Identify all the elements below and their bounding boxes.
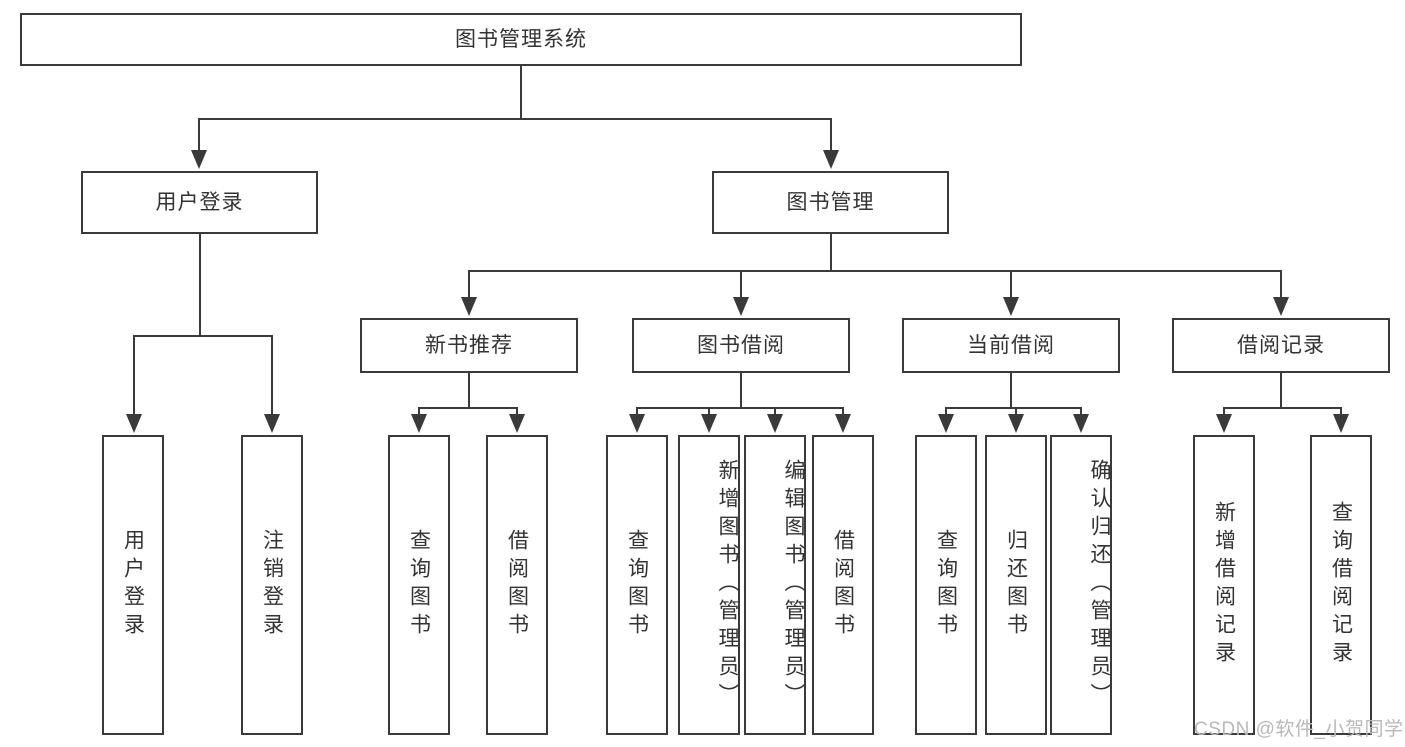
node-leaf-query-borrow-record[interactable]: 查询借阅记录 xyxy=(1310,435,1372,735)
arrowhead-bm-to-borrow-record xyxy=(1273,297,1289,316)
connector-user-login-split-bar xyxy=(133,335,272,337)
connector-book-management-split-bar xyxy=(468,270,1282,272)
connector-book-borrow-stem xyxy=(740,373,742,408)
node-user-login[interactable]: 用户登录 xyxy=(81,171,318,234)
arrowhead-bb-to-leaf-3 xyxy=(767,414,783,433)
connector-bb-to-leaf-2 xyxy=(708,407,710,416)
connector-root-to-book-manage xyxy=(830,118,832,152)
node-label: 查询图书 xyxy=(934,529,958,641)
node-leaf-user-login[interactable]: 用户登录 xyxy=(102,435,164,735)
connector-root-split-bar xyxy=(198,118,832,120)
connector-bm-to-current-borrow xyxy=(1010,270,1012,299)
node-leaf-return-book[interactable]: 归还图书 xyxy=(985,435,1047,735)
arrowhead-bm-to-book-borrow xyxy=(733,297,749,316)
node-label: 查询图书 xyxy=(625,529,649,641)
node-leaf-borrow-book-recommend[interactable]: 借阅图书 xyxy=(486,435,548,735)
node-leaf-query-book-borrow[interactable]: 查询图书 xyxy=(606,435,668,735)
connector-current-borrow-split-bar xyxy=(945,407,1082,409)
node-label: 新增图书（管理员） xyxy=(716,459,739,711)
node-label: 图书管理系统 xyxy=(455,27,587,51)
node-leaf-edit-book-admin[interactable]: 编辑图书（管理员） xyxy=(744,435,806,735)
connector-root-stem xyxy=(520,66,522,118)
node-leaf-add-borrow-record[interactable]: 新增借阅记录 xyxy=(1193,435,1255,735)
node-label: 新书推荐 xyxy=(425,333,513,357)
connector-new-book-to-leaf-2 xyxy=(516,407,518,416)
node-current-borrow[interactable]: 当前借阅 xyxy=(902,318,1120,373)
arrowhead-bb-to-leaf-1 xyxy=(629,414,645,433)
connector-cb-to-leaf-1 xyxy=(945,407,947,416)
arrowhead-bb-to-leaf-2 xyxy=(701,414,717,433)
connector-bm-to-borrow-record xyxy=(1280,270,1282,299)
arrowhead-root-to-user-login xyxy=(191,150,207,169)
csdn-watermark: CSDN @软件_小贺同学 xyxy=(1194,719,1404,740)
arrowhead-user-login-to-leaf-login xyxy=(126,414,142,433)
arrowhead-user-login-to-leaf-logout xyxy=(264,414,280,433)
arrowhead-cb-to-leaf-3 xyxy=(1073,414,1089,433)
arrowhead-br-to-leaf-2 xyxy=(1333,414,1349,433)
arrowhead-bm-to-new-book xyxy=(461,297,477,316)
arrowhead-cb-to-leaf-1 xyxy=(938,414,954,433)
arrowhead-br-to-leaf-1 xyxy=(1216,414,1232,433)
connector-root-to-user-login xyxy=(198,118,200,152)
connector-new-book-to-leaf-1 xyxy=(418,407,420,416)
connector-user-login-to-leaf-logout xyxy=(271,335,273,416)
connector-br-to-leaf-2 xyxy=(1340,407,1342,416)
node-label: 确认归还（管理员） xyxy=(1088,459,1111,711)
node-label: 注销登录 xyxy=(260,529,284,641)
connector-borrow-record-split-bar xyxy=(1223,407,1341,409)
node-label: 新增借阅记录 xyxy=(1212,501,1236,669)
node-label: 归还图书 xyxy=(1004,529,1028,641)
arrowhead-new-book-to-leaf-2 xyxy=(509,414,525,433)
node-label: 图书管理 xyxy=(786,190,875,214)
arrowhead-root-to-book-manage xyxy=(823,150,839,169)
node-leaf-query-book-recommend[interactable]: 查询图书 xyxy=(388,435,450,735)
node-leaf-add-book-admin[interactable]: 新增图书（管理员） xyxy=(678,435,740,735)
arrowhead-bm-to-current-borrow xyxy=(1003,297,1019,316)
node-label: 编辑图书（管理员） xyxy=(782,459,805,711)
node-label: 用户登录 xyxy=(155,190,244,214)
node-label: 借阅记录 xyxy=(1237,333,1325,357)
connector-book-borrow-split-bar xyxy=(636,407,844,409)
node-leaf-query-book-current[interactable]: 查询图书 xyxy=(915,435,977,735)
node-book-management[interactable]: 图书管理 xyxy=(712,171,949,234)
connector-bb-to-leaf-1 xyxy=(636,407,638,416)
connector-bm-to-book-borrow xyxy=(740,270,742,299)
connector-new-book-stem xyxy=(468,373,470,408)
connector-user-login-to-leaf-login xyxy=(133,335,135,416)
node-book-borrow[interactable]: 图书借阅 xyxy=(632,318,850,373)
node-label: 查询借阅记录 xyxy=(1329,501,1353,669)
connector-user-login-stem xyxy=(199,234,201,335)
connector-cb-to-leaf-3 xyxy=(1080,407,1082,416)
connector-current-borrow-stem xyxy=(1010,373,1012,408)
node-label: 图书借阅 xyxy=(697,333,785,357)
arrowhead-bb-to-leaf-4 xyxy=(835,414,851,433)
arrowhead-cb-to-leaf-2 xyxy=(1008,414,1024,433)
node-label: 用户登录 xyxy=(121,529,145,641)
node-borrow-record[interactable]: 借阅记录 xyxy=(1172,318,1390,373)
node-root-book-management-system[interactable]: 图书管理系统 xyxy=(20,13,1022,66)
connector-bb-to-leaf-4 xyxy=(842,407,844,416)
connector-br-to-leaf-1 xyxy=(1223,407,1225,416)
connector-borrow-record-stem xyxy=(1280,373,1282,408)
node-label: 查询图书 xyxy=(407,529,431,641)
connector-book-management-stem xyxy=(830,234,832,271)
node-new-book-recommend[interactable]: 新书推荐 xyxy=(360,318,578,373)
connector-new-book-split-bar xyxy=(418,407,518,409)
node-leaf-user-logout[interactable]: 注销登录 xyxy=(241,435,303,735)
node-label: 借阅图书 xyxy=(831,529,855,641)
node-label: 当前借阅 xyxy=(967,333,1055,357)
node-leaf-confirm-return-admin[interactable]: 确认归还（管理员） xyxy=(1050,435,1112,735)
node-leaf-borrow-book[interactable]: 借阅图书 xyxy=(812,435,874,735)
connector-bm-to-new-book xyxy=(468,270,470,299)
arrowhead-new-book-to-leaf-1 xyxy=(411,414,427,433)
connector-bb-to-leaf-3 xyxy=(774,407,776,416)
node-label: 借阅图书 xyxy=(505,529,529,641)
connector-cb-to-leaf-2 xyxy=(1015,407,1017,416)
